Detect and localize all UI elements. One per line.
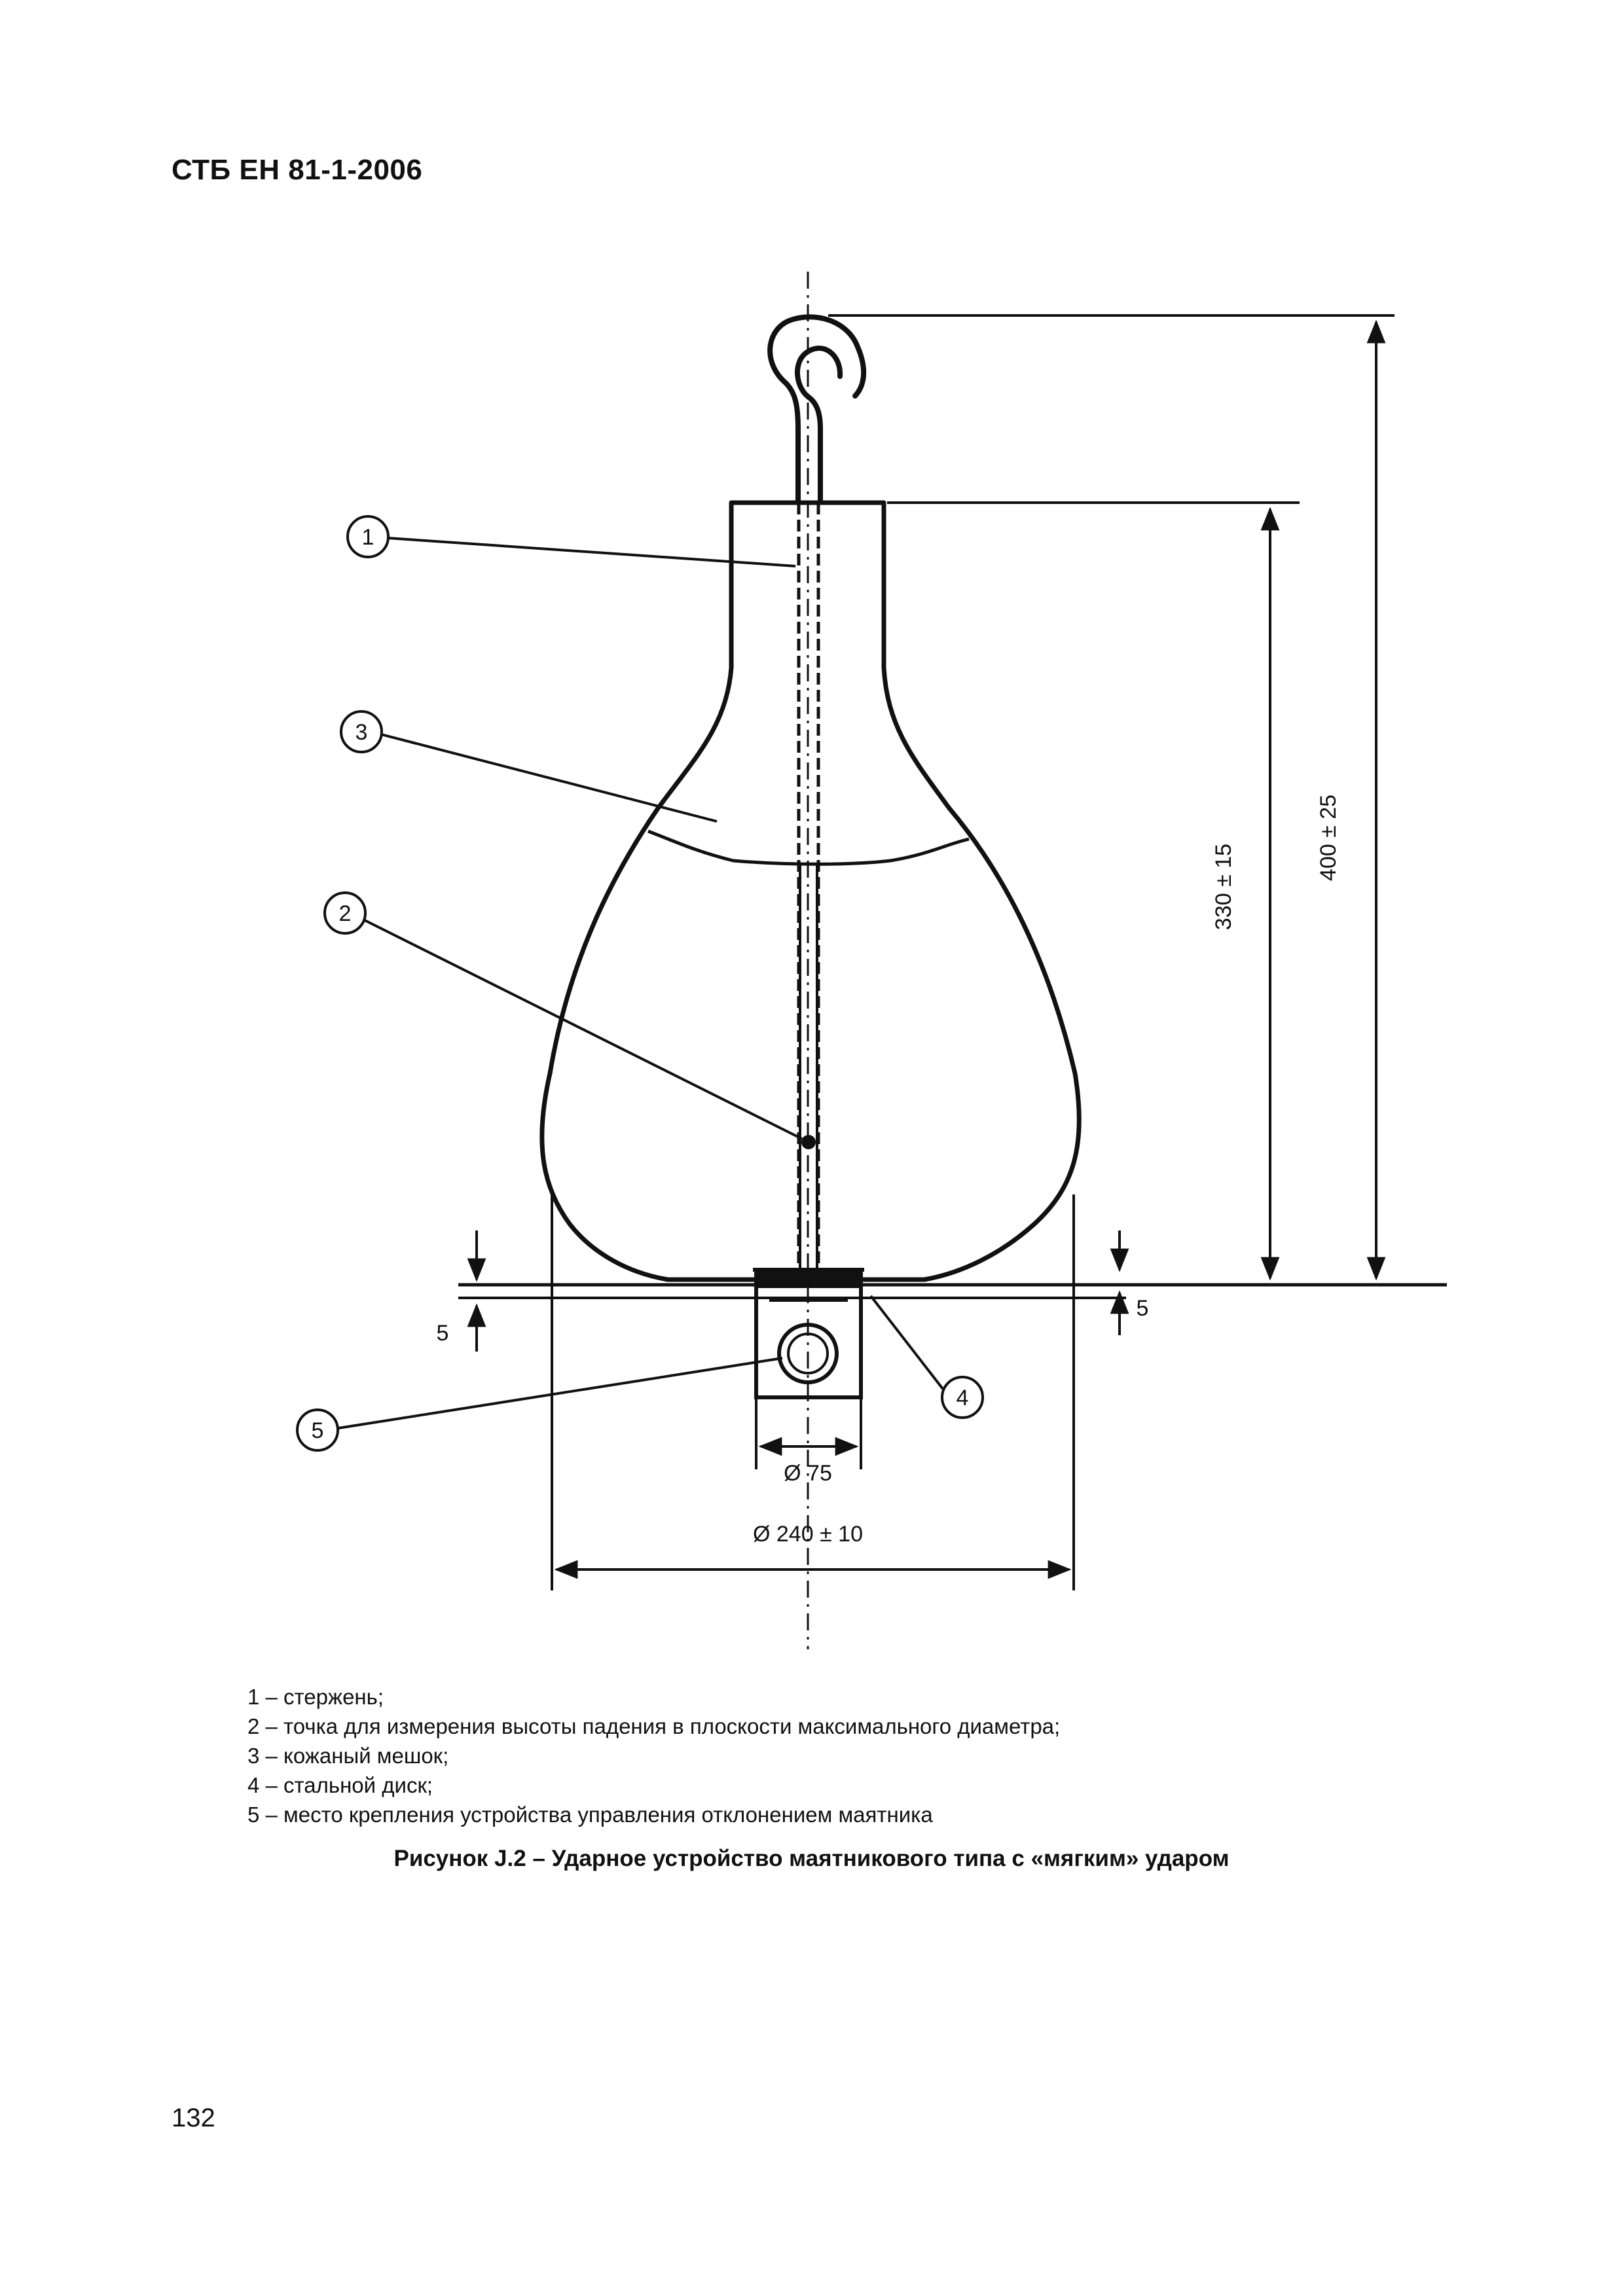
dimension-lines-vertical [828,314,1395,1281]
callout-5: 5 [312,1418,324,1443]
hook [767,314,867,503]
pendulum-impactor-drawing: 400 ± 25 330 ± 15 5 5 Ø 75 Ø 240 ± 10 1 [296,272,1447,1649]
rod [797,503,820,1270]
gap-label-left: 5 [437,1321,449,1346]
callout-leaders [338,537,944,1429]
dimension-disk-diameter: Ø 75 [784,1461,832,1486]
figure-legend: 1 – стержень; 2 – точка для измерения вы… [247,1682,1060,1829]
dimension-bag-height: 330 ± 15 [1211,844,1236,930]
figure-caption: Рисунок J.2 – Ударное устройство маятник… [393,1846,1230,1871]
legend-item: 5 – место крепления устройства управлени… [247,1803,933,1827]
dimension-lines-horizontal [551,1194,1075,1590]
leather-bag [539,500,1082,1282]
pendulum-mount [754,1284,863,1399]
dimension-bag-diameter: Ø 240 ± 10 [753,1522,863,1547]
document-code: СТБ ЕН 81-1-2006 [172,154,423,186]
callout-2: 2 [339,901,352,926]
legend-item: 4 – стальной диск; [247,1773,433,1797]
legend-item: 2 – точка для измерения высоты падения в… [247,1714,1061,1738]
legend-item: 1 – стержень; [247,1685,384,1709]
page-number: 132 [172,2104,215,2132]
dimension-total-height: 400 ± 25 [1316,795,1341,881]
drop-height-measure-point [801,1135,816,1149]
gap-label-right: 5 [1137,1296,1149,1321]
callout-circles [296,515,984,1452]
callout-1: 1 [362,525,374,550]
callout-3: 3 [356,720,368,745]
legend-item: 3 – кожаный мешок; [247,1744,449,1768]
callout-4: 4 [957,1386,969,1410]
